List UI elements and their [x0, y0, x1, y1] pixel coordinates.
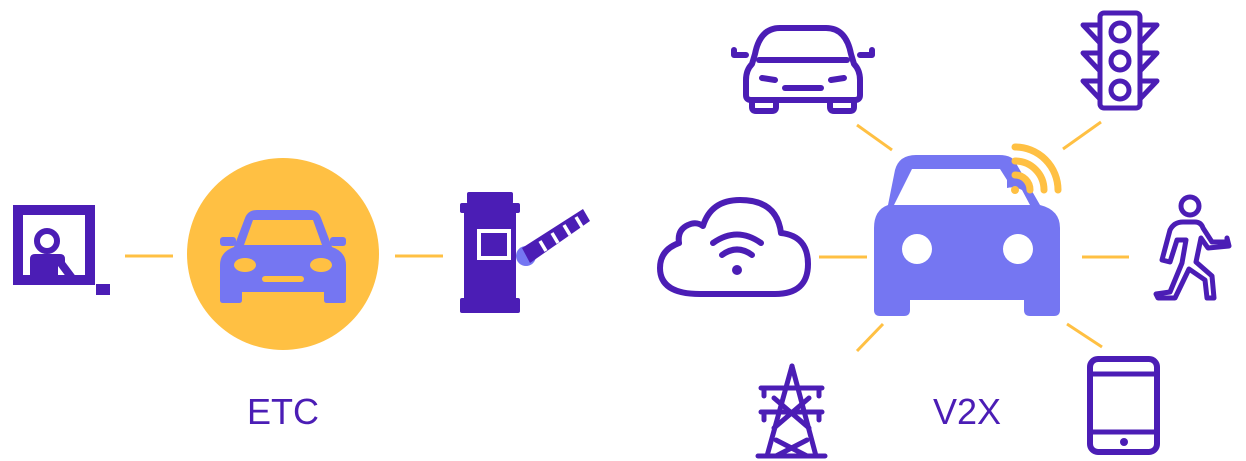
car-icon [220, 210, 346, 303]
tablet-icon [1087, 356, 1160, 455]
toll-booth-operator-icon [13, 205, 110, 295]
etc-label: ETC [247, 391, 319, 432]
connected-car-icon [874, 143, 1062, 316]
v2x-connector-tower [855, 322, 885, 353]
car-icon [731, 25, 875, 114]
v2x-label: V2X [933, 391, 1002, 432]
power-tower-icon [755, 363, 828, 459]
cloud-wifi-icon [657, 197, 811, 297]
v2x-connector-car [856, 123, 893, 152]
v2x-group [657, 10, 1232, 459]
wireless-signal-icon [1011, 143, 1062, 194]
pedestrian-icon [1153, 194, 1232, 301]
v2x-connector-traffic-light [1062, 120, 1102, 151]
traffic-light-icon [1080, 10, 1160, 111]
etc-car-badge [187, 158, 379, 350]
v2x-connector-tablet [1066, 322, 1103, 349]
toll-barrier-icon [460, 192, 590, 313]
etc-group [13, 158, 590, 350]
